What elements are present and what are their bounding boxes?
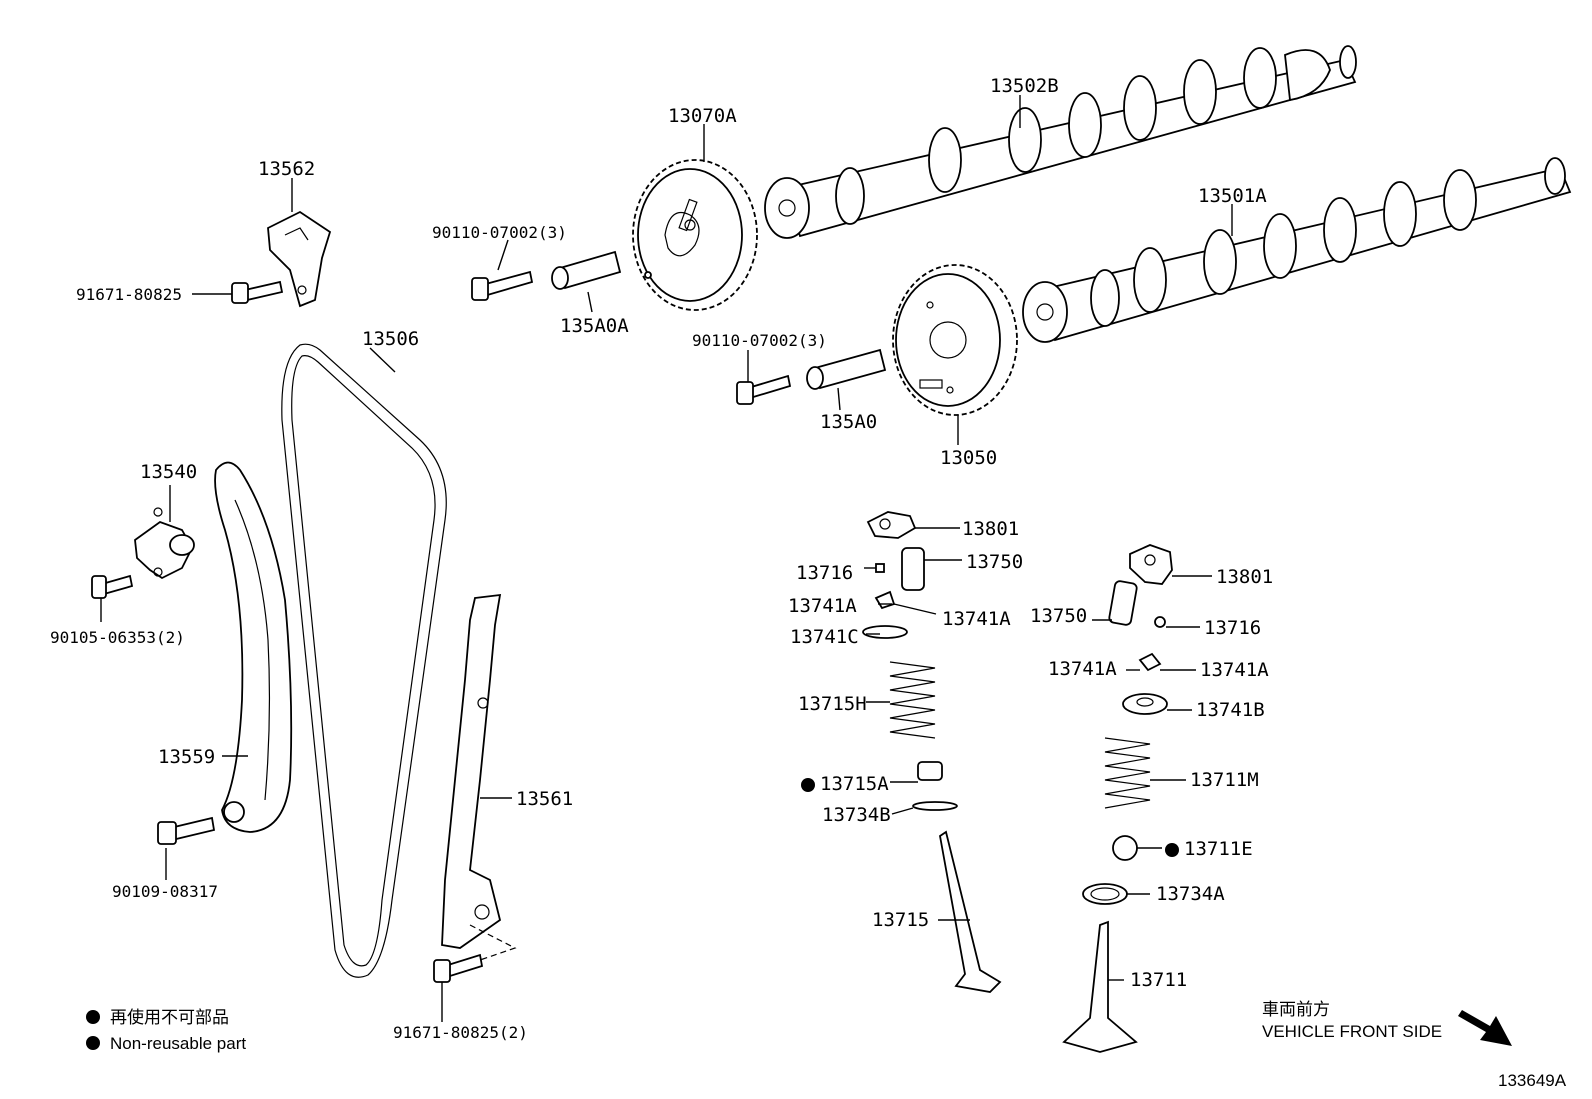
- label-13741a-right-1[interactable]: 13741A: [1048, 658, 1117, 680]
- leader-lines: [100, 95, 1233, 1022]
- bolt-90110-07002-lower-drawing: [736, 374, 792, 405]
- label-13734b[interactable]: 13734B: [822, 804, 891, 826]
- chain-tensioner-13540-drawing: [134, 507, 195, 580]
- label-13540[interactable]: 13540: [140, 461, 197, 483]
- label-13711e[interactable]: 13711E: [1184, 838, 1253, 860]
- legend-bullet-en: [86, 1036, 100, 1050]
- bolt-91671-80825-drawing: [231, 280, 284, 304]
- cap-13716-left-drawing: [875, 563, 885, 573]
- label-13750-right[interactable]: 13750: [1030, 605, 1087, 627]
- label-13711m[interactable]: 13711M: [1190, 769, 1259, 791]
- label-91671-80825-2[interactable]: 91671-80825(2): [393, 1023, 528, 1042]
- label-13715[interactable]: 13715: [872, 909, 929, 931]
- label-13711[interactable]: 13711: [1130, 969, 1187, 991]
- label-91671-80825[interactable]: 91671-80825: [76, 285, 182, 304]
- label-135a0[interactable]: 135A0: [820, 411, 877, 433]
- label-13070a[interactable]: 13070A: [668, 105, 737, 127]
- label-90110-07002-upper[interactable]: 90110-07002(3): [432, 223, 567, 242]
- bolt-91671-80825-2-drawing: [433, 924, 517, 983]
- label-13562[interactable]: 13562: [258, 158, 315, 180]
- front-direction-arrow-icon: [1458, 1010, 1512, 1046]
- part-labels: 13502B 13070A 13562 91671-80825 90110-07…: [50, 75, 1273, 1042]
- legend-bullet-jp: [86, 1010, 100, 1024]
- rocker-arm-13801-right-drawing: [1129, 544, 1173, 585]
- cap-13716-right-drawing: [1154, 616, 1166, 628]
- label-90105-06353[interactable]: 90105-06353(2): [50, 628, 185, 647]
- label-90109-08317[interactable]: 90109-08317: [112, 882, 218, 901]
- retainer-13741c-drawing: [862, 625, 908, 639]
- chain-damper-13561-drawing: [441, 593, 502, 949]
- bolt-90109-08317-drawing: [157, 816, 216, 845]
- camshaft-13502b-drawing: [764, 45, 1357, 239]
- adjuster-13750-right-drawing: [1108, 580, 1138, 626]
- seal-13711e-drawing: [1112, 835, 1138, 861]
- label-13559[interactable]: 13559: [158, 746, 215, 768]
- timing-chain-13506-drawing: [281, 343, 447, 978]
- camshaft-timing-gear-13070a-drawing: [632, 159, 758, 311]
- camshaft-timing-sprocket-13050-drawing: [892, 264, 1018, 416]
- washer-13734b-drawing: [912, 801, 958, 811]
- label-13741a-right-2[interactable]: 13741A: [1200, 659, 1269, 681]
- label-135a0a[interactable]: 135A0A: [560, 315, 629, 337]
- label-13716-right[interactable]: 13716: [1204, 617, 1261, 639]
- chain-slipper-13559-drawing: [214, 461, 293, 833]
- bolt-90105-06353-drawing: [91, 574, 134, 599]
- label-13741a-left-1[interactable]: 13741A: [788, 595, 857, 617]
- orientation-indicator: 車両前方 VEHICLE FRONT SIDE: [1262, 1000, 1512, 1046]
- bracket-13562-drawing: [267, 210, 332, 308]
- label-90110-07002-lower[interactable]: 90110-07002(3): [692, 331, 827, 350]
- valve-13711-drawing: [1062, 920, 1138, 1053]
- rocker-arm-13801-left-drawing: [866, 511, 917, 539]
- seal-13715a-drawing: [917, 761, 943, 781]
- label-13716-left[interactable]: 13716: [796, 562, 853, 584]
- label-13715h[interactable]: 13715H: [798, 693, 867, 715]
- non-reusable-marker-13711e: [1165, 843, 1179, 857]
- camshaft-13501a-drawing: [1022, 157, 1572, 343]
- label-13741b[interactable]: 13741B: [1196, 699, 1265, 721]
- legend-non-reusable-en: Non-reusable part: [110, 1034, 246, 1053]
- label-13801-left[interactable]: 13801: [962, 518, 1019, 540]
- label-13741c[interactable]: 13741C: [790, 626, 859, 648]
- label-13741a-left-2[interactable]: 13741A: [942, 608, 1011, 630]
- spring-13715h-drawing: [889, 661, 936, 739]
- label-13750-left[interactable]: 13750: [966, 551, 1023, 573]
- valve-13715-drawing: [939, 830, 1002, 993]
- label-13715a[interactable]: 13715A: [820, 773, 889, 795]
- label-13734a[interactable]: 13734A: [1156, 883, 1225, 905]
- figure-id: 133649A: [1498, 1071, 1567, 1090]
- washer-13734a-drawing: [1082, 883, 1128, 905]
- legend: 再使用不可部品 Non-reusable part: [86, 1007, 246, 1053]
- label-13501a[interactable]: 13501A: [1198, 185, 1267, 207]
- label-13502b[interactable]: 13502B: [990, 75, 1059, 97]
- spring-13711m-drawing: [1104, 737, 1151, 809]
- orientation-jp: 車両前方: [1262, 1000, 1330, 1019]
- label-13506[interactable]: 13506: [362, 328, 419, 350]
- valve-135a0a-drawing: [551, 250, 622, 290]
- adjuster-13750-left-drawing: [901, 547, 925, 591]
- keepers-13741a-right-drawing: [1138, 652, 1162, 672]
- non-reusable-marker-13715a: [801, 778, 815, 792]
- valve-135a0-drawing: [806, 348, 887, 390]
- keepers-13741a-left-drawing: [874, 590, 896, 610]
- label-13801-right[interactable]: 13801: [1216, 566, 1273, 588]
- label-13050[interactable]: 13050: [940, 447, 997, 469]
- bolt-90110-07002-upper-drawing: [471, 270, 534, 301]
- legend-non-reusable-jp: 再使用不可部品: [110, 1007, 229, 1027]
- retainer-13741b-drawing: [1122, 693, 1168, 715]
- orientation-en: VEHICLE FRONT SIDE: [1262, 1022, 1442, 1041]
- label-13561[interactable]: 13561: [516, 788, 573, 810]
